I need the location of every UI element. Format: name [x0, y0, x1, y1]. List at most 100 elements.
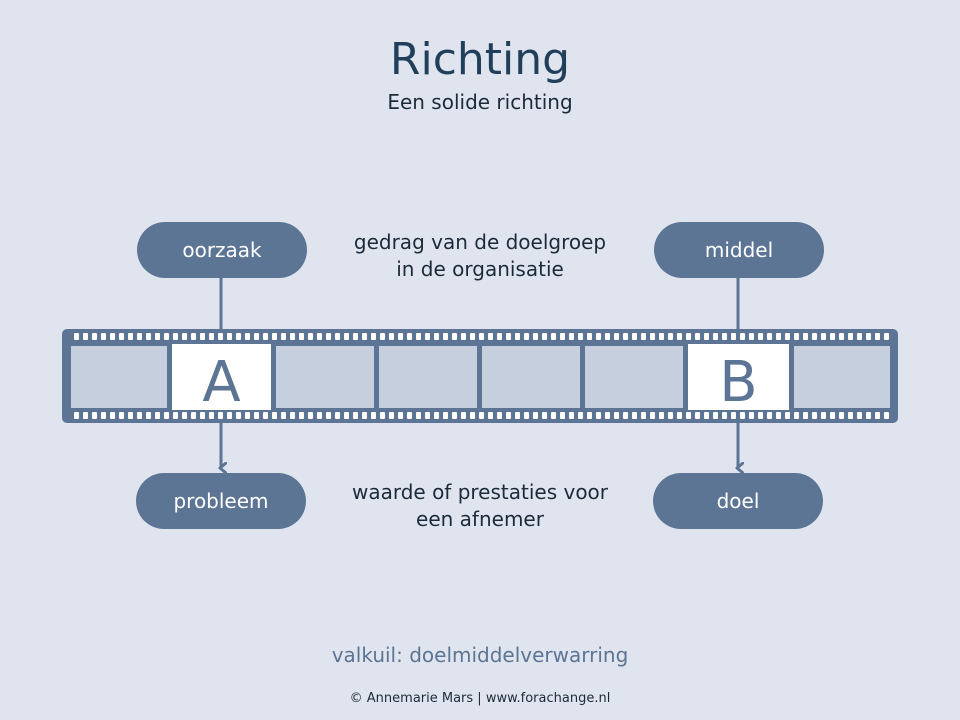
sprocket-hole: [137, 412, 142, 419]
sprocket-hole: [542, 333, 547, 340]
sprocket-hole: [821, 333, 826, 340]
sprocket-hole: [74, 333, 79, 340]
sprocket-hole: [119, 412, 124, 419]
sprocket-hole: [272, 333, 277, 340]
sprocket-hole: [74, 412, 79, 419]
sprocket-hole: [623, 333, 628, 340]
sprocket-hole: [128, 333, 133, 340]
sprocket-hole: [425, 333, 430, 340]
sprocket-hole: [254, 412, 259, 419]
sprocket-hole: [668, 333, 673, 340]
sprocket-hole: [452, 333, 457, 340]
sprocket-hole: [542, 412, 547, 419]
sprocket-hole: [848, 412, 853, 419]
sprocket-hole: [128, 412, 133, 419]
sprocket-hole: [146, 333, 151, 340]
film-frame-b: [688, 344, 789, 410]
sprocket-hole: [317, 412, 322, 419]
sprocket-hole: [695, 333, 700, 340]
sprocket-hole: [92, 412, 97, 419]
sprocket-hole: [749, 333, 754, 340]
sprocket-hole: [704, 412, 709, 419]
sprocket-hole: [290, 412, 295, 419]
sprocket-hole: [875, 412, 880, 419]
pitfall-note: valkuil: doelmiddelverwarring: [331, 643, 629, 667]
sprocket-hole: [659, 412, 664, 419]
sprocket-hole: [344, 412, 349, 419]
sprocket-hole: [803, 333, 808, 340]
sprocket-hole: [605, 333, 610, 340]
sprocket-hole: [839, 333, 844, 340]
sprocket-hole: [227, 412, 232, 419]
sprocket-hole: [533, 412, 538, 419]
sprocket-hole: [632, 412, 637, 419]
sprocket-hole: [488, 333, 493, 340]
sprocket-hole: [506, 333, 511, 340]
value-line-1: waarde of prestaties voor: [351, 480, 609, 504]
sprocket-hole: [335, 412, 340, 419]
sprocket-hole: [380, 333, 385, 340]
sprocket-hole: [380, 412, 385, 419]
sprocket-hole: [515, 333, 520, 340]
sprocket-hole: [317, 333, 322, 340]
sprocket-hole: [299, 333, 304, 340]
sprocket-hole: [848, 333, 853, 340]
sprocket-hole: [767, 412, 772, 419]
film-frame-3: [276, 346, 374, 408]
value-description: waarde of prestaties voor een afnemer: [320, 479, 640, 533]
sprocket-hole: [506, 412, 511, 419]
film-frame-6: [585, 346, 683, 408]
sprocket-hole: [704, 333, 709, 340]
sprocket-hole: [209, 333, 214, 340]
sprocket-hole: [200, 412, 205, 419]
sprocket-hole: [569, 333, 574, 340]
sprocket-hole: [524, 412, 529, 419]
sprocket-hole: [587, 333, 592, 340]
sprocket-hole: [191, 333, 196, 340]
sprocket-hole: [137, 333, 142, 340]
sprocket-hole: [722, 333, 727, 340]
sprocket-hole: [614, 333, 619, 340]
sprocket-hole: [479, 333, 484, 340]
sprocket-hole: [578, 412, 583, 419]
sprocket-hole: [326, 333, 331, 340]
sprocket-hole: [776, 412, 781, 419]
sprocket-hole: [182, 412, 187, 419]
sprocket-hole: [794, 333, 799, 340]
behaviour-description: gedrag van de doelgroep in de organisati…: [320, 229, 640, 283]
sprocket-hole: [362, 333, 367, 340]
sprocket-hole: [686, 412, 691, 419]
sprocket-hole: [434, 412, 439, 419]
sprocket-hole: [299, 412, 304, 419]
page-title: Richting: [389, 34, 571, 85]
sprocket-hole: [344, 333, 349, 340]
sprocket-hole: [461, 333, 466, 340]
sprocket-hole: [785, 333, 790, 340]
sprocket-hole: [83, 412, 88, 419]
sprocket-hole: [614, 412, 619, 419]
film-frame-5: [482, 346, 580, 408]
sprocket-hole: [776, 333, 781, 340]
label-probleem: probleem: [136, 473, 306, 529]
sprocket-hole: [308, 333, 313, 340]
sprocket-holes-top: [74, 333, 889, 340]
sprocket-hole: [407, 333, 412, 340]
sprocket-hole: [290, 333, 295, 340]
sprocket-hole: [515, 412, 520, 419]
sprocket-hole: [362, 412, 367, 419]
sprocket-hole: [560, 333, 565, 340]
sprocket-hole: [659, 333, 664, 340]
frame-a-letter: A: [202, 350, 240, 415]
sprocket-hole: [335, 333, 340, 340]
sprocket-hole: [470, 333, 475, 340]
value-line-2: een afnemer: [416, 507, 544, 531]
sprocket-hole: [677, 412, 682, 419]
sprocket-hole: [713, 412, 718, 419]
sprocket-hole: [353, 333, 358, 340]
sprocket-hole: [587, 412, 592, 419]
sprocket-hole: [497, 333, 502, 340]
sprocket-hole: [236, 333, 241, 340]
sprocket-hole: [479, 412, 484, 419]
sprocket-hole: [389, 412, 394, 419]
sprocket-hole: [596, 333, 601, 340]
